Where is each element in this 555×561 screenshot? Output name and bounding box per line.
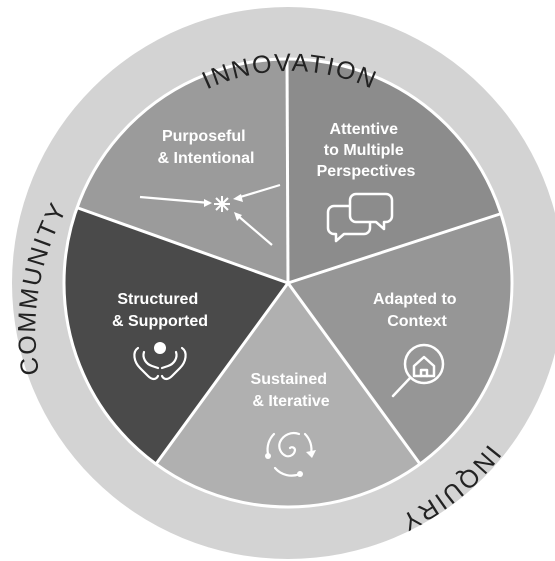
label-structured: Structured & Supported <box>112 291 208 330</box>
segment-structured <box>64 208 288 464</box>
magnifier-house-icon <box>391 343 445 398</box>
segment-purposeful <box>78 59 288 283</box>
label-attentive: Attentive to Multiple Perspectives <box>317 121 416 180</box>
spiral-cycle-icon <box>265 431 316 477</box>
label-sustained: Sustained & Iterative <box>251 371 332 410</box>
segment-adapted <box>288 214 512 464</box>
label-purposeful: Purposeful & Intentional <box>158 128 255 167</box>
supporting-hands-icon <box>133 342 187 381</box>
segment-sustained <box>156 283 420 508</box>
converging-arrows-icon <box>139 183 281 246</box>
segment-dividers <box>62 57 514 509</box>
speech-bubbles-icon <box>326 192 394 243</box>
label-adapted: Adapted to Context <box>373 291 461 330</box>
